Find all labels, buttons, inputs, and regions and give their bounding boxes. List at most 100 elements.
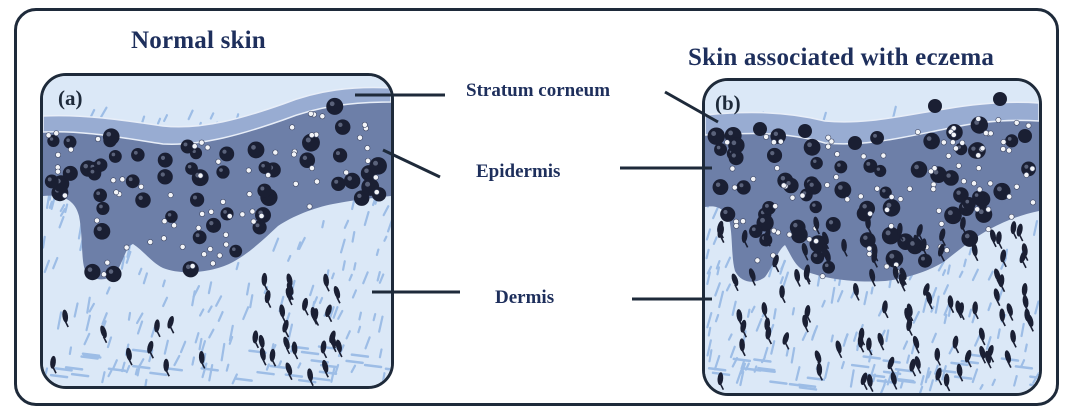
- normal-skin-panel: (a): [40, 73, 394, 389]
- granule: [196, 225, 201, 230]
- cell-highlight: [109, 269, 114, 274]
- cell-highlight: [873, 134, 877, 138]
- cell-highlight: [134, 151, 138, 155]
- granule: [208, 246, 213, 251]
- cell-highlight: [66, 138, 70, 142]
- cell-highlight: [139, 196, 143, 200]
- granule: [365, 145, 370, 150]
- cell-highlight: [373, 161, 378, 166]
- eczema-skin-illustration: [705, 81, 1039, 393]
- dermis-fiber: [709, 328, 710, 336]
- shed-immune-cell: [993, 92, 1007, 106]
- granule: [224, 242, 229, 247]
- granule: [740, 219, 745, 224]
- cell-highlight: [910, 241, 915, 246]
- eczema-skin-panel: (b): [702, 78, 1042, 396]
- granule: [763, 134, 768, 139]
- dermis-fiber: [129, 313, 130, 320]
- keratinocyte-cell: [84, 264, 100, 280]
- dermis-fiber: [787, 349, 788, 355]
- granule: [889, 223, 894, 228]
- cell-highlight: [88, 267, 93, 272]
- granule: [259, 213, 264, 218]
- granule: [94, 218, 99, 223]
- cell-highlight: [814, 253, 818, 257]
- keratinocyte-cell: [257, 184, 271, 198]
- cell-highlight: [882, 189, 885, 192]
- cell-highlight: [927, 136, 932, 141]
- dermis-fiber: [359, 313, 361, 320]
- cell-highlight: [956, 191, 960, 195]
- keratinocyte-cell: [918, 254, 932, 268]
- granule: [120, 177, 125, 182]
- cell-highlight: [66, 169, 70, 173]
- dermis-label: Dermis: [495, 287, 554, 309]
- granule: [220, 199, 225, 204]
- cell-highlight: [83, 164, 88, 169]
- keratinocyte-cell: [714, 143, 727, 156]
- granule: [199, 140, 204, 145]
- keratinocyte-cell: [749, 224, 762, 237]
- cell-highlight: [739, 183, 743, 187]
- granule: [101, 272, 106, 277]
- granule: [774, 166, 779, 171]
- dermis-fiber: [748, 310, 749, 317]
- granule: [95, 136, 100, 141]
- granule: [46, 133, 51, 138]
- granule: [293, 181, 298, 186]
- granule: [68, 147, 73, 152]
- cell-highlight: [50, 137, 53, 140]
- cell-highlight: [946, 173, 950, 177]
- epidermis-label: Epidermis: [476, 161, 560, 183]
- cell-highlight: [330, 101, 335, 106]
- cell-highlight: [48, 177, 52, 181]
- granule: [884, 207, 889, 212]
- cell-highlight: [971, 146, 975, 150]
- panel-label-b: (b): [715, 91, 741, 116]
- cell-highlight: [188, 165, 192, 169]
- cell-highlight: [866, 162, 870, 166]
- cell-highlight: [812, 203, 815, 206]
- granule: [1009, 214, 1014, 219]
- granule: [148, 239, 153, 244]
- keratinocyte-cell: [183, 261, 199, 277]
- granule: [946, 153, 951, 158]
- keratinocyte-cell: [333, 148, 347, 162]
- granule: [139, 184, 144, 189]
- cell-highlight: [723, 210, 727, 214]
- granule: [941, 140, 946, 145]
- cell-highlight: [99, 205, 103, 209]
- keratinocyte-cell: [911, 161, 928, 178]
- dermis-fiber: [322, 221, 323, 227]
- cell-highlight: [161, 172, 165, 176]
- cell-highlight: [1008, 137, 1012, 141]
- keratinocyte-cell: [804, 139, 821, 156]
- cell-highlight: [752, 227, 756, 231]
- cell-highlight: [975, 193, 979, 197]
- dermis-fiber: [354, 263, 355, 269]
- granule: [309, 165, 314, 170]
- keratinocyte-cell: [229, 245, 242, 258]
- granule: [198, 173, 203, 178]
- cell-highlight: [863, 236, 867, 240]
- granule: [986, 227, 991, 232]
- cell-highlight: [261, 164, 265, 168]
- granule: [373, 175, 378, 180]
- dermis-fiber: [380, 349, 382, 357]
- granule: [180, 244, 185, 249]
- shed-immune-cell: [753, 122, 767, 136]
- cell-highlight: [112, 153, 116, 157]
- granule: [314, 179, 319, 184]
- granule: [105, 260, 110, 265]
- keratinocyte-cell: [94, 223, 111, 240]
- keratinocyte-cell: [834, 160, 847, 173]
- granule: [807, 237, 812, 242]
- granule: [1006, 148, 1011, 153]
- granule: [881, 153, 886, 158]
- granule: [1026, 123, 1031, 128]
- keratinocyte-cell: [206, 218, 221, 233]
- granule: [858, 194, 863, 199]
- granule: [54, 131, 59, 136]
- granule: [787, 232, 792, 237]
- cell-highlight: [813, 160, 816, 163]
